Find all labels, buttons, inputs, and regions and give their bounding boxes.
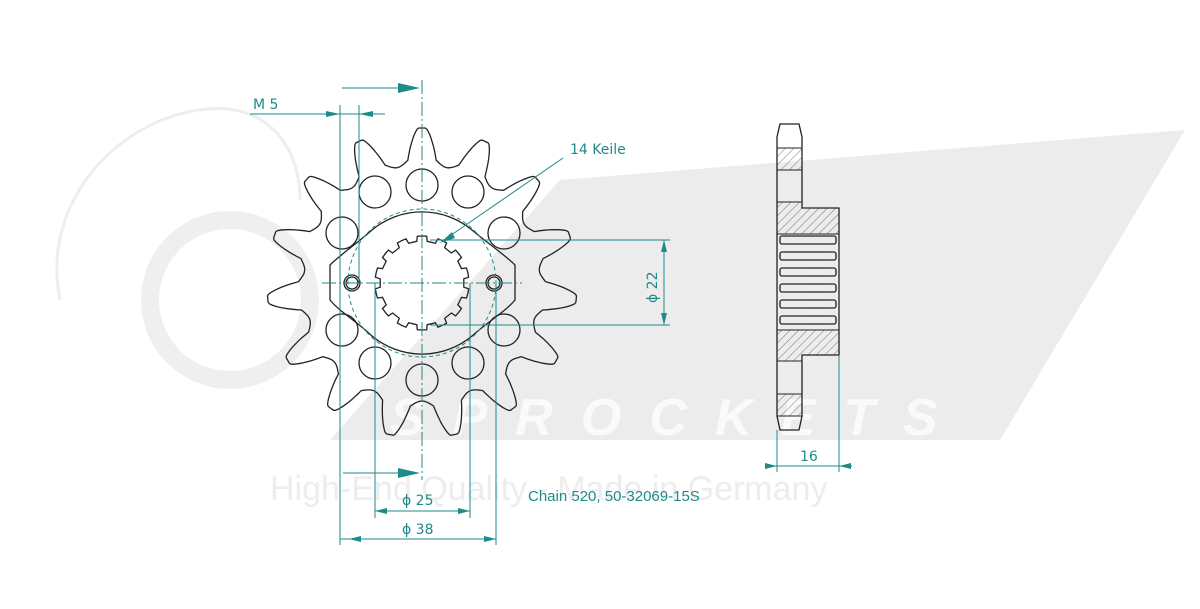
- side-spline-grooves: [779, 235, 837, 325]
- lightening-hole: [487, 313, 521, 347]
- spline-diameter-label: ϕ 25: [402, 493, 434, 509]
- lightening-hole: [358, 175, 392, 209]
- bore-diameter-label: ϕ 22: [645, 272, 661, 304]
- spline-groove: [779, 235, 837, 245]
- lightening-hole: [325, 216, 359, 250]
- watermark-swoosh: [330, 130, 1185, 440]
- hatch-hub-top: [776, 201, 840, 235]
- watermark-logo: ESJOT ® SPROCKETS High-End Quality - Mad…: [55, 107, 1185, 508]
- hatch-hub-bottom: [776, 329, 840, 362]
- hatch-tooth-top: [776, 147, 803, 171]
- watermark-registered: ®: [985, 205, 1022, 261]
- hub-boss-outline: [329, 211, 516, 355]
- watermark-circle: [141, 211, 319, 389]
- width-label: 16: [800, 449, 818, 465]
- dimension-spline-diameter: ϕ 25: [343, 283, 471, 518]
- splines-label: 14 Keile: [570, 142, 626, 158]
- spline-groove: [779, 251, 837, 261]
- dimension-bolt-circle: ϕ 38: [340, 283, 497, 545]
- dimension-thread: M 5: [250, 83, 420, 545]
- spline-groove: [779, 299, 837, 309]
- lightening-hole: [487, 216, 521, 250]
- watermark-subbrand: SPROCKETS: [390, 389, 966, 447]
- lightening-hole: [451, 346, 485, 380]
- lightening-hole: [325, 313, 359, 347]
- sprocket-side-view: 16: [765, 123, 852, 472]
- spline-groove: [779, 283, 837, 293]
- watermark-tagline: High-End Quality - Made in Germany: [270, 470, 827, 508]
- part-caption: Chain 520, 50-32069-15S: [528, 488, 700, 505]
- bolt-circle-label: ϕ 38: [402, 522, 434, 538]
- lightening-hole: [451, 175, 485, 209]
- thread-label: M 5: [253, 97, 278, 113]
- dimension-splines: 14 Keile: [440, 142, 626, 243]
- spline-groove: [779, 315, 837, 325]
- spline-groove: [779, 267, 837, 277]
- watermark-gear-outline: [55, 107, 302, 301]
- hatch-tooth-bottom: [776, 393, 803, 417]
